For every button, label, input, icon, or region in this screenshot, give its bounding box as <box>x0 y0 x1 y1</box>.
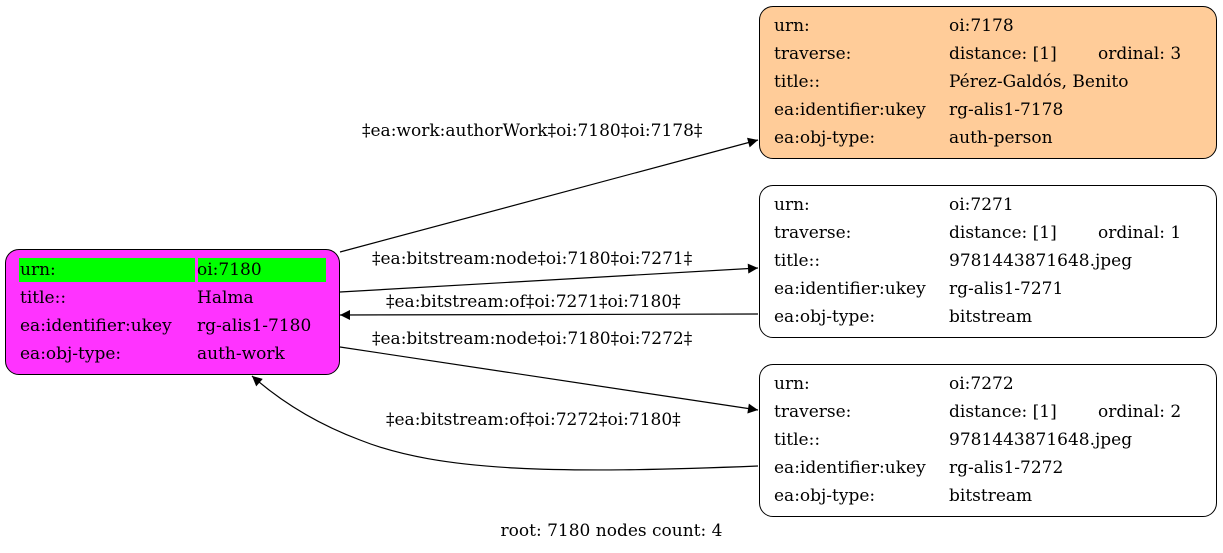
graph-footer: root: 7180 nodes count: 4 <box>500 521 723 541</box>
row-key: ea:identifier:ukey <box>774 279 926 299</box>
row-key: ea:obj-type: <box>774 307 876 327</box>
row-ordinal: ordinal: 1 <box>1098 223 1182 243</box>
node-7271[interactable]: urn: oi:7271 traverse: distance: [1] ord… <box>759 185 1217 338</box>
edge-author-work <box>339 137 759 253</box>
row-value: rg-alis1-7178 <box>949 100 1064 120</box>
node-row-obj-type: ea:obj-type: bitstream <box>760 304 1218 330</box>
row-value: auth-person <box>949 128 1053 148</box>
node-row-ukey: ea:identifier:ukey rg-alis1-7271 <box>760 276 1218 302</box>
row-value: distance: [1] <box>949 402 1057 422</box>
node-7180[interactable]: urn: oi:7180 title:: Halma ea:identifier… <box>5 249 340 375</box>
row-value: bitstream <box>949 307 1033 327</box>
row-key: traverse: <box>774 223 852 243</box>
row-value: Pérez-Galdós, Benito <box>949 72 1129 92</box>
edge-label-bitstream-node-7271: ‡ea:bitstream:node‡oi:7180‡oi:7271‡ <box>372 249 693 269</box>
edge-bitstream-node-7271 <box>339 263 759 293</box>
row-key: title:: <box>774 251 821 271</box>
row-key: ea:identifier:ukey <box>20 316 172 336</box>
node-7272[interactable]: urn: oi:7272 traverse: distance: [1] ord… <box>759 364 1217 517</box>
row-key: ea:obj-type: <box>20 344 122 364</box>
node-row-ukey: ea:identifier:ukey rg-alis1-7180 <box>6 313 341 339</box>
node-row-traverse: traverse: distance: [1] ordinal: 3 <box>760 41 1218 67</box>
edge-bitstream-of-7272 <box>251 375 759 471</box>
edge-label-bitstream-node-7272: ‡ea:bitstream:node‡oi:7180‡oi:7272‡ <box>372 329 693 349</box>
row-value: distance: [1] <box>949 223 1057 243</box>
row-key: urn: <box>20 260 56 280</box>
row-value: bitstream <box>949 486 1033 506</box>
row-value: auth-work <box>197 344 285 364</box>
edge-label-author-work: ‡ea:work:authorWork‡oi:7180‡oi:7178‡ <box>362 121 703 141</box>
node-row-obj-type: ea:obj-type: auth-person <box>760 125 1218 151</box>
node-row-title: title:: 9781443871648.jpeg <box>760 248 1218 274</box>
row-key: title:: <box>774 430 821 450</box>
row-key: traverse: <box>774 44 852 64</box>
node-row-title: title:: Pérez-Galdós, Benito <box>760 69 1218 95</box>
row-value: distance: [1] <box>949 44 1057 64</box>
row-key: ea:identifier:ukey <box>774 100 926 120</box>
row-value: rg-alis1-7180 <box>197 316 312 336</box>
edge-label-bitstream-of-7272: ‡ea:bitstream:of‡oi:7272‡oi:7180‡ <box>386 410 681 430</box>
node-row-title: title:: 9781443871648.jpeg <box>760 427 1218 453</box>
row-value: oi:7272 <box>949 374 1014 394</box>
row-ordinal: ordinal: 2 <box>1098 402 1182 422</box>
value-highlight <box>198 258 326 282</box>
node-row-obj-type: ea:obj-type: auth-work <box>6 341 341 367</box>
edge-bitstream-of-7271 <box>339 309 759 320</box>
node-row-urn: urn: oi:7271 <box>760 192 1218 218</box>
row-key: traverse: <box>774 402 852 422</box>
row-key: title:: <box>774 72 821 92</box>
row-value: 9781443871648.jpeg <box>949 251 1133 271</box>
node-row-ukey: ea:identifier:ukey rg-alis1-7272 <box>760 455 1218 481</box>
node-row-urn: urn: oi:7180 <box>6 257 341 283</box>
row-value: oi:7271 <box>949 195 1014 215</box>
row-value: Halma <box>197 288 254 308</box>
edge-bitstream-node-7272 <box>339 346 759 414</box>
row-key: title:: <box>20 288 67 308</box>
node-row-urn: urn: oi:7178 <box>760 13 1218 39</box>
node-7178[interactable]: urn: oi:7178 traverse: distance: [1] ord… <box>759 6 1217 159</box>
row-value: oi:7178 <box>949 16 1014 36</box>
row-key: ea:obj-type: <box>774 128 876 148</box>
row-ordinal: ordinal: 3 <box>1098 44 1182 64</box>
node-row-urn: urn: oi:7272 <box>760 371 1218 397</box>
node-row-obj-type: ea:obj-type: bitstream <box>760 483 1218 509</box>
node-row-ukey: ea:identifier:ukey rg-alis1-7178 <box>760 97 1218 123</box>
row-value: rg-alis1-7271 <box>949 279 1064 299</box>
row-key: ea:identifier:ukey <box>774 458 926 478</box>
key-highlight <box>19 258 195 282</box>
row-value: oi:7180 <box>197 260 262 280</box>
row-key: urn: <box>774 16 810 36</box>
row-value: 9781443871648.jpeg <box>949 430 1133 450</box>
node-row-title: title:: Halma <box>6 285 341 311</box>
row-key: urn: <box>774 195 810 215</box>
row-value: rg-alis1-7272 <box>949 458 1064 478</box>
edge-label-bitstream-of-7271: ‡ea:bitstream:of‡oi:7271‡oi:7180‡ <box>386 292 681 312</box>
node-row-traverse: traverse: distance: [1] ordinal: 2 <box>760 399 1218 425</box>
row-key: ea:obj-type: <box>774 486 876 506</box>
node-row-traverse: traverse: distance: [1] ordinal: 1 <box>760 220 1218 246</box>
row-key: urn: <box>774 374 810 394</box>
